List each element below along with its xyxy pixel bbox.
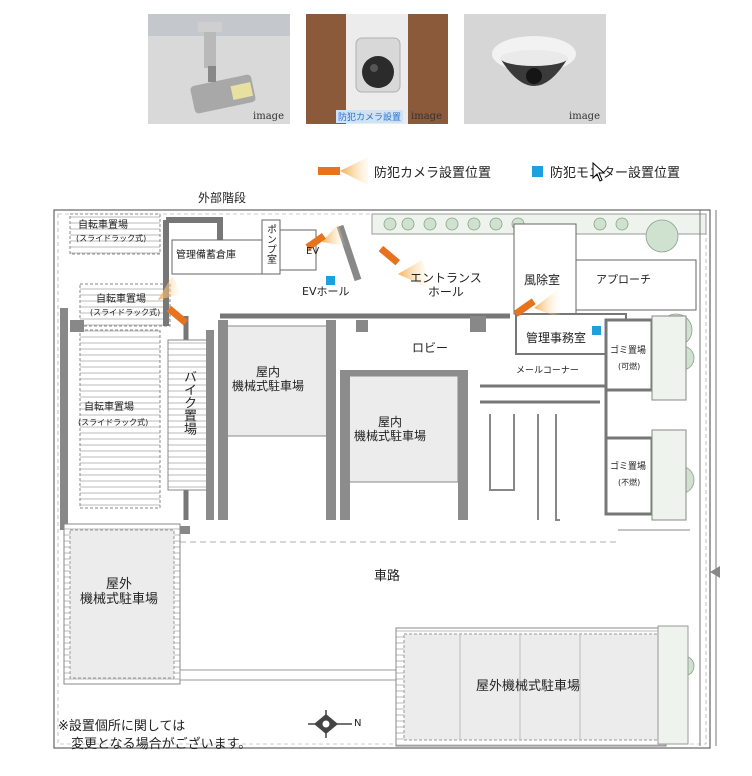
driveway-label: 車路 [374, 569, 401, 584]
management-storage-label: 管理備蓄倉庫 [176, 250, 236, 261]
note-line-1: ※設置個所に関しては [58, 719, 186, 734]
garbage-burnable-label: ゴミ置場 [610, 346, 647, 356]
bullet-camera-photo: image [148, 14, 290, 124]
bicycle-parking-top-label: 自転車置場 [78, 220, 128, 231]
mail-corner-label: メールコーナー [516, 366, 579, 376]
floor-plan-drawing [53, 209, 720, 749]
approach-label: アプローチ [596, 273, 651, 286]
outdoor-parking-bottom-label: 屋外機械式駐車場 [476, 679, 581, 694]
camera-install-tag: 防犯カメラ設置 [336, 110, 404, 123]
floor-plan: 外部階段 自転車置場 (スライドラック式) 管理備蓄倉庫 ポンプ室 EV EVホ… [40, 190, 740, 760]
camera-marker-icon [305, 224, 346, 251]
compass-north-label: N [354, 718, 362, 729]
mouse-cursor-icon [592, 162, 606, 182]
bicycle-parking-left-label: 自転車置場 [84, 402, 134, 413]
slide-rack-mid-label: (スライドラック式) [90, 308, 161, 317]
entrance-hall-label: エントランス ホール [410, 271, 482, 299]
photo-tag: image [569, 111, 600, 122]
ev-hall-label: EVホール [302, 285, 350, 298]
indoor-parking-2-label: 屋内 機械式駐車場 [354, 415, 427, 443]
camera-marker-icon [318, 157, 368, 185]
bicycle-parking-mid-label: 自転車置場 [96, 294, 146, 305]
slide-rack-left-label: (スライドラック式) [78, 418, 149, 427]
dome-camera-photo-1: 防犯カメラ設置 image [306, 14, 448, 124]
compass-icon [308, 710, 352, 738]
installation-note: ※設置個所に関しては 変更となる場合がございます。 [58, 718, 251, 753]
garbage-nonburnable-label: ゴミ置場 [610, 462, 647, 472]
dome-camera-photo-2: image [464, 14, 606, 124]
outer-stairs-label: 外部階段 [198, 191, 247, 205]
camera-legend-label: 防犯カメラ設置位置 [374, 166, 492, 181]
slide-rack-top-label: (スライドラック式) [76, 234, 147, 243]
management-office-label: 管理事務室 [526, 331, 587, 345]
note-line-2: 変更となる場合がございます。 [58, 736, 252, 752]
dome-camera-icon [464, 14, 606, 124]
indoor-parking-1-label: 屋内 機械式駐車場 [232, 365, 305, 393]
elevator-label: EV [306, 246, 320, 257]
garbage-nonburnable-sub-label: (不燃) [618, 478, 641, 487]
monitor-marker-icon [532, 166, 543, 177]
photo-tag: image [253, 111, 284, 122]
monitor-legend-label: 防犯モニター設置位置 [550, 166, 681, 181]
bullet-camera-icon [148, 14, 290, 124]
lobby-label: ロビー [412, 341, 449, 355]
dome-camera-icon [306, 14, 448, 124]
pump-room-label: ポンプ室 [264, 224, 276, 264]
outdoor-parking-left-label: 屋外 機械式駐車場 [80, 577, 159, 607]
windbreak-room-label: 風除室 [524, 273, 561, 287]
bike-parking-label: バイク置場 [180, 370, 196, 435]
photo-tag: image [411, 111, 442, 122]
legend: 防犯カメラ設置位置 防犯モニター設置位置 [318, 157, 738, 185]
garbage-burnable-sub-label: (可燃) [618, 362, 641, 371]
